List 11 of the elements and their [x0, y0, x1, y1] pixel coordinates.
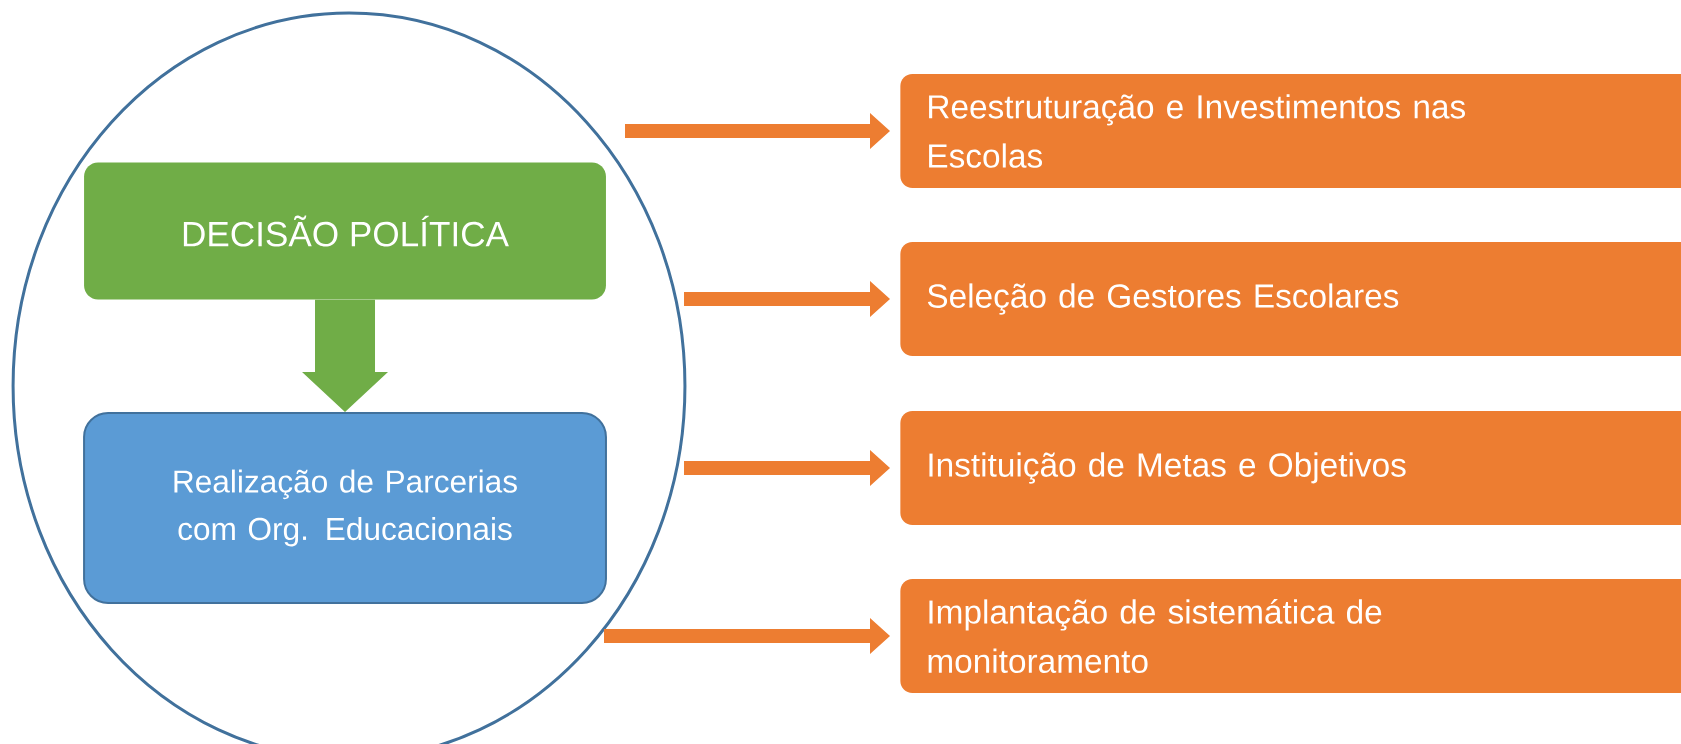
partnership-box: Realização de Parcerias com Org. Educacionais [83, 412, 607, 604]
action-box: Reestruturação e Investimentos nas Escolas [900, 74, 1681, 188]
arrow [625, 113, 890, 149]
action-box: Seleção de Gestores Escolares [900, 242, 1681, 356]
arrow [684, 281, 890, 317]
arrow [684, 450, 890, 486]
action-box: Instituição de Metas e Objetivos [900, 411, 1681, 525]
decision-box: DECISÃO POLÍTICA [84, 162, 606, 300]
arrow [604, 618, 890, 654]
action-box: Implantação de sistemática de monitoramento [900, 579, 1681, 693]
arrow [302, 299, 388, 412]
